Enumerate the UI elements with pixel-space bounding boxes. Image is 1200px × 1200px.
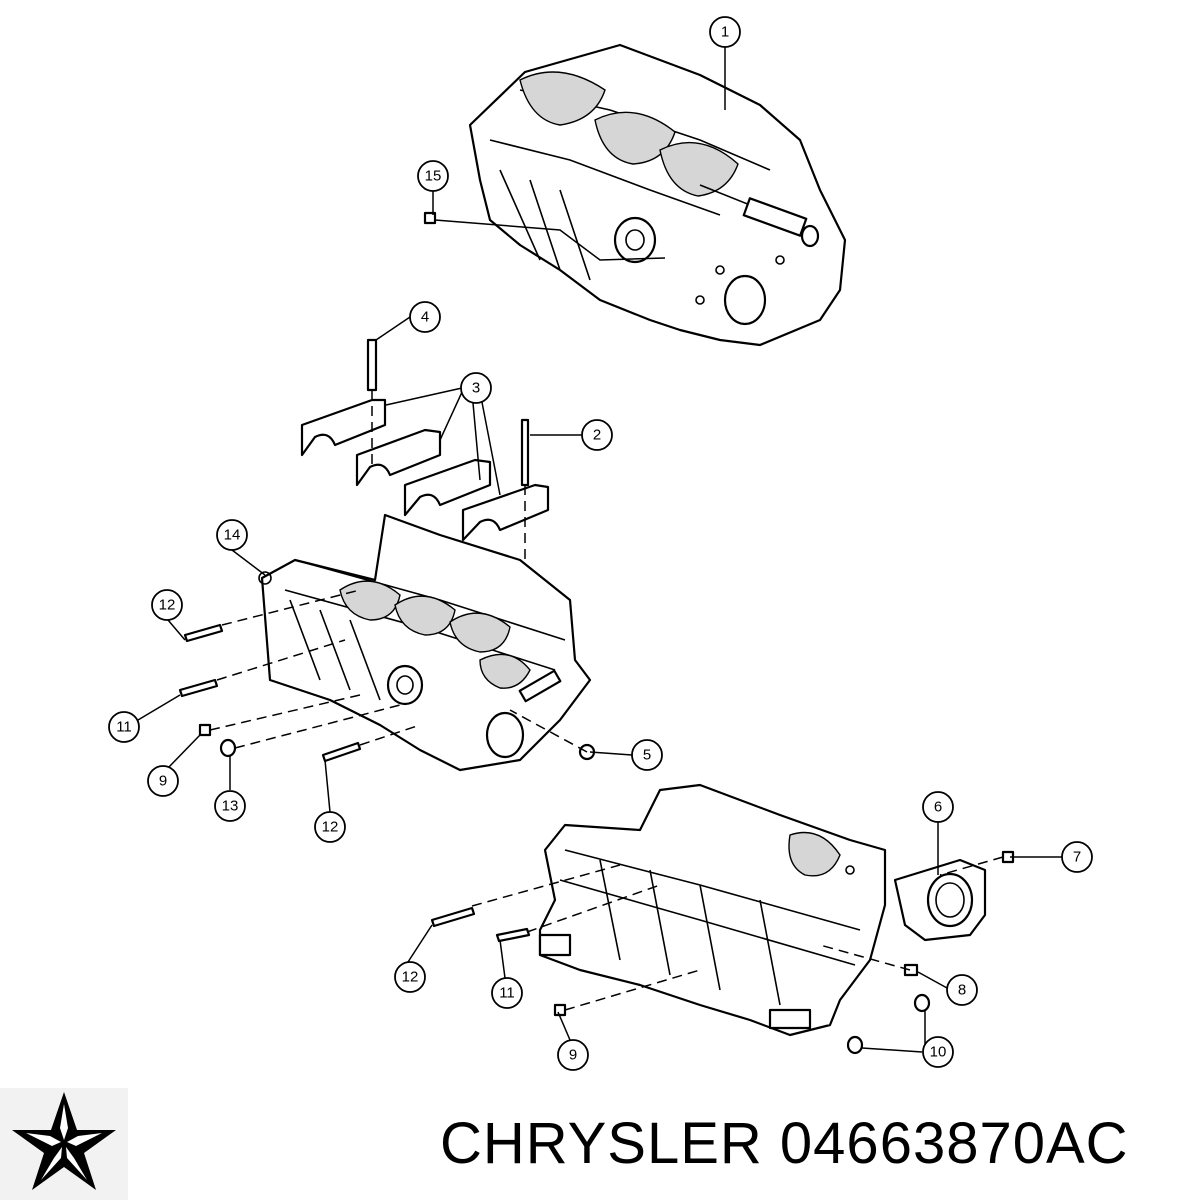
- svg-text:10: 10: [930, 1044, 947, 1061]
- rear-main-seal: [893, 858, 987, 942]
- svg-text:1: 1: [721, 24, 729, 41]
- svg-text:11: 11: [116, 719, 132, 736]
- svg-text:14: 14: [224, 527, 241, 544]
- callout-15: 15: [417, 160, 449, 192]
- callout-6: 6: [922, 791, 954, 823]
- svg-text:7: 7: [1073, 849, 1081, 866]
- callouts: 1 15 4 3 2 14 12 11 9 13 12 5 6 7 8 12 1…: [108, 16, 1093, 1071]
- bearing-cap-set: [300, 398, 550, 542]
- alignment-lines: [209, 390, 1004, 1011]
- svg-text:5: 5: [643, 747, 651, 764]
- svg-text:9: 9: [159, 773, 167, 790]
- svg-text:13: 13: [222, 798, 239, 815]
- svg-text:8: 8: [958, 982, 966, 999]
- callout-1: 1: [709, 16, 741, 48]
- callout-12: 12: [314, 811, 346, 843]
- svg-text:6: 6: [934, 799, 942, 816]
- lower-block: [538, 783, 887, 1037]
- part-number-caption: CHRYSLER 04663870AC: [440, 1111, 1129, 1176]
- cylinder-block: [258, 513, 592, 772]
- svg-text:15: 15: [425, 168, 442, 185]
- leader-lines: [137, 47, 1062, 1053]
- svg-text:2: 2: [593, 427, 601, 444]
- svg-text:11: 11: [499, 985, 515, 1002]
- svg-text:9: 9: [569, 1047, 577, 1064]
- callout-7: 7: [1061, 841, 1093, 873]
- engine-block-assembly: [468, 43, 847, 347]
- callout-8: 8: [946, 974, 978, 1006]
- callout-5: 5: [631, 739, 663, 771]
- callout-12: 12: [394, 961, 426, 993]
- callout-12: 12: [151, 589, 183, 621]
- callout-2: 2: [581, 419, 613, 451]
- callout-13: 13: [214, 790, 246, 822]
- callout-11: 11: [491, 977, 523, 1009]
- svg-text:3: 3: [472, 380, 480, 397]
- svg-text:4: 4: [421, 309, 429, 326]
- svg-text:12: 12: [402, 969, 419, 986]
- svg-text:12: 12: [322, 819, 339, 836]
- callout-4: 4: [409, 301, 441, 333]
- pentastar-icon: [0, 1088, 128, 1200]
- callout-9: 9: [147, 765, 179, 797]
- callout-10: 10: [922, 1036, 954, 1068]
- callout-11: 11: [108, 711, 140, 743]
- svg-text:12: 12: [159, 597, 176, 614]
- callout-9: 9: [557, 1039, 589, 1071]
- bolts: [178, 338, 531, 943]
- callout-14: 14: [216, 519, 248, 551]
- callout-3: 3: [460, 372, 492, 404]
